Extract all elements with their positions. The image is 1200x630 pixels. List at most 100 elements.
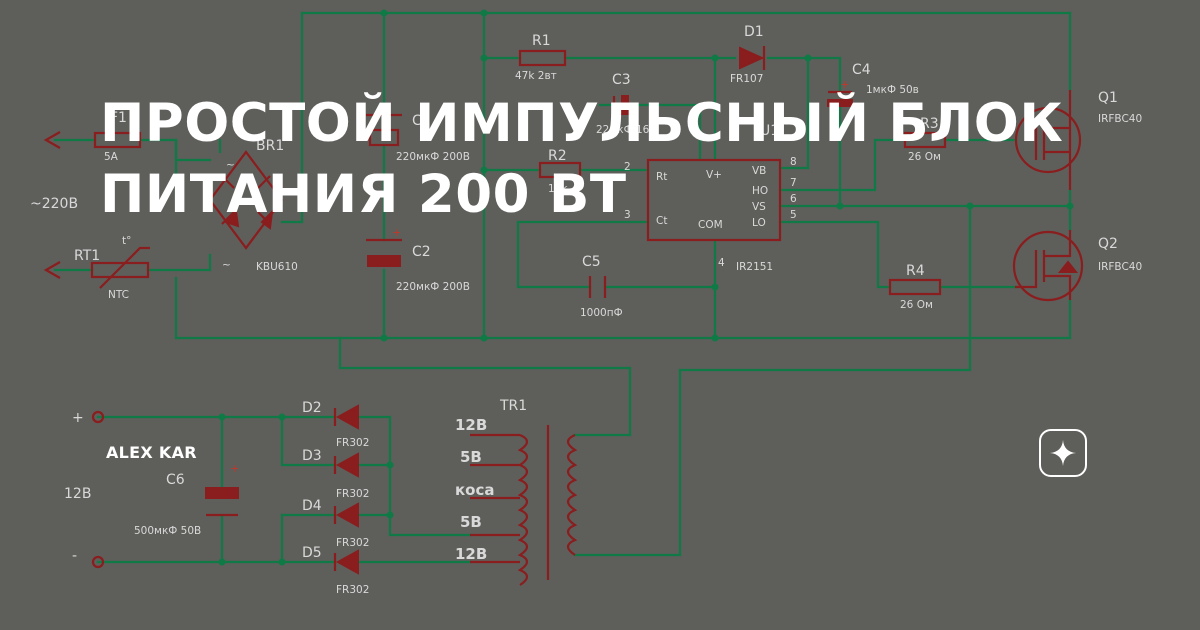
- fuse-value: 5A: [104, 151, 119, 163]
- ic-ref: U1: [760, 123, 779, 139]
- c1-value: 220мкФ 200В: [396, 151, 470, 163]
- mains-voltage: ~220В: [30, 196, 78, 212]
- fuse-ref: F1: [110, 110, 127, 126]
- r3-value: 26 Ом: [908, 151, 941, 163]
- q1-ref: Q1: [1098, 90, 1118, 106]
- c4-value: 1мкФ 50в: [866, 84, 919, 96]
- ntc-ref: RT1: [74, 248, 100, 264]
- d1-value: FR107: [730, 73, 763, 85]
- ic-u1: [646, 158, 782, 242]
- r3-ref: R3: [920, 116, 939, 132]
- ic-pin-number-7: 7: [790, 177, 797, 189]
- author-name[interactable]: ALEX KAR: [106, 443, 197, 462]
- c1-ref: C1: [412, 113, 431, 129]
- ic-pin-number-6: 6: [790, 193, 797, 205]
- article-title[interactable]: ПРОСТОЙ ИМПУЛЬСНЫЙ БЛОК ПИТАНИЯ 200 ВТ: [100, 93, 1064, 225]
- resistor-r2: [538, 161, 582, 179]
- c5-ref: C5: [582, 254, 601, 270]
- bridge-ac-bottom: ~: [222, 259, 231, 271]
- d2-value: FR302: [336, 437, 369, 449]
- c4-ref: C4: [852, 62, 871, 78]
- output-plus-label: +: [72, 410, 84, 426]
- c6-ref: C6: [166, 472, 185, 488]
- bridge-value: KBU610: [256, 261, 298, 273]
- q1-value: IRFBC40: [1098, 113, 1142, 125]
- diode-d2: [333, 404, 359, 430]
- capacitor-c5: [588, 276, 607, 298]
- c5-value: 1000пФ: [580, 307, 623, 319]
- tap-5v-top: 5В: [460, 448, 482, 466]
- d5-ref: D5: [302, 545, 322, 561]
- capacitor-c3: [612, 95, 629, 115]
- r4-value: 26 Ом: [900, 299, 933, 311]
- d1-ref: D1: [744, 24, 764, 40]
- c3-value: 22мкФ 16В: [596, 124, 657, 136]
- ic-value: IR2151: [736, 261, 773, 273]
- diode-d3: [333, 452, 359, 478]
- r1-ref: R1: [532, 33, 551, 49]
- c2-polarity: +: [392, 226, 401, 239]
- r1-value: 47k 2вт: [515, 70, 557, 82]
- schematic-wires: [53, 11, 1072, 564]
- r2-ref: R2: [548, 148, 567, 164]
- ntc-temp-mark: t°: [122, 235, 131, 247]
- ic-pin-number-4: 4: [718, 257, 725, 269]
- ntc-value: NTC: [108, 289, 129, 301]
- d4-value: FR302: [336, 537, 369, 549]
- ic-pin-number-2: 2: [624, 161, 631, 173]
- bridge-ref: BR1: [256, 138, 284, 154]
- ic-pin-number-8: 8: [790, 156, 797, 168]
- diode-d4: [333, 502, 359, 528]
- capacitor-c2: [366, 238, 402, 267]
- tap-12v-bottom: 12В: [455, 545, 487, 563]
- output-terminal-plus: [91, 410, 105, 424]
- ntc-rt1: [90, 246, 150, 289]
- junction-dots: [218, 9, 1074, 566]
- d2-ref: D2: [302, 400, 322, 416]
- ic-pin-vb: VB: [752, 165, 766, 177]
- r4-ref: R4: [906, 263, 925, 279]
- fuse-f1: [93, 131, 142, 149]
- output-terminal-minus: [91, 555, 105, 569]
- mains-connector-bottom: [43, 261, 61, 279]
- ic-pin-ho: HO: [752, 185, 768, 197]
- bridge-ac-top: ~: [226, 159, 235, 171]
- transformer-tr1: [470, 425, 578, 586]
- d4-ref: D4: [302, 498, 322, 514]
- c6-polarity: +: [230, 462, 239, 475]
- capacitor-c4: [827, 90, 853, 107]
- c6-value: 500мкФ 50В: [134, 525, 201, 537]
- ic-pin-number-3: 3: [624, 209, 631, 221]
- zen-star-icon: [1050, 440, 1076, 466]
- zen-logo[interactable]: [1039, 429, 1087, 477]
- d3-ref: D3: [302, 448, 322, 464]
- tap-5v-bottom: 5В: [460, 513, 482, 531]
- d3-value: FR302: [336, 488, 369, 500]
- ic-pin-lo: LO: [752, 217, 766, 229]
- q2-value: IRFBC40: [1098, 261, 1142, 273]
- ic-pin-vplus: V+: [706, 169, 722, 181]
- tap-12v-top: 12В: [455, 416, 487, 434]
- ic-pin-ct: Ct: [656, 215, 667, 227]
- tap-center: коса: [455, 481, 495, 499]
- output-voltage-label: 12В: [64, 486, 91, 502]
- ic-pin-number-5: 5: [790, 209, 797, 221]
- transformer-ref: TR1: [499, 398, 527, 414]
- c4-polarity: +: [840, 78, 849, 91]
- c2-value: 220мкФ 200В: [396, 281, 470, 293]
- d5-value: FR302: [336, 584, 369, 596]
- r2-value: 10k: [548, 183, 568, 195]
- mosfet-q1: [1014, 90, 1082, 190]
- resistor-r3: [903, 131, 947, 149]
- output-minus-label: -: [72, 548, 77, 564]
- mosfet-q2: [1012, 230, 1084, 302]
- capacitor-c1: [366, 113, 402, 147]
- c2-ref: C2: [412, 244, 431, 260]
- ic-pin-com: COM: [698, 219, 723, 231]
- bridge-br1: [208, 150, 284, 250]
- diode-d1: [739, 46, 766, 70]
- capacitor-c6: [205, 487, 239, 517]
- diode-d5: [333, 549, 359, 575]
